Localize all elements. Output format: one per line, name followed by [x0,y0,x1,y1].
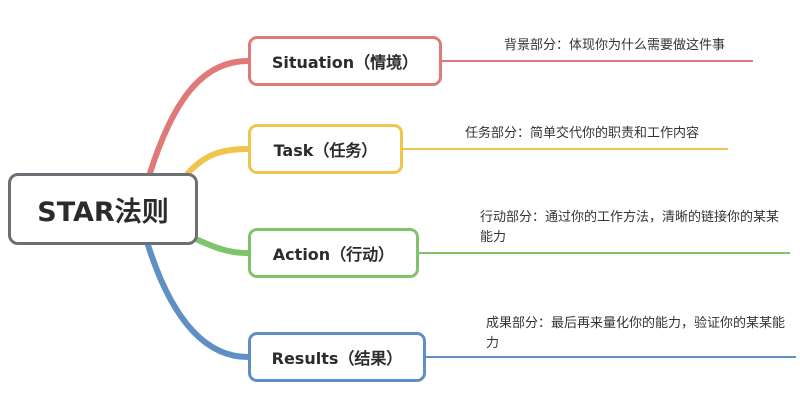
root-node: STAR法则 [8,173,198,245]
node-results-label: Results（结果） [271,349,403,368]
description-action: 行动部分：通过你的工作方法，清晰的链接你的某某能力 [480,210,780,245]
description-situation: 背景部分：体现你为什么需要做这件事 [504,38,726,53]
connector-action [195,237,251,256]
root-label: STAR法则 [37,196,169,228]
connector-situation [147,58,251,176]
node-task: Task（任务） [248,124,403,174]
description-task: 任务部分：简单交代你的职责和工作内容 [465,126,700,141]
node-task-label: Task（任务） [273,141,378,160]
node-situation-label: Situation（情境） [271,53,419,72]
connector-task [185,146,251,176]
connector-results [145,242,251,360]
node-situation: Situation（情境） [248,36,442,86]
node-action-label: Action（行动） [272,245,395,264]
description-results: 成果部分：最后再来量化你的能力，验证你的某某能力 [486,316,786,351]
node-results: Results（结果） [248,332,426,382]
node-action: Action（行动） [248,228,419,278]
